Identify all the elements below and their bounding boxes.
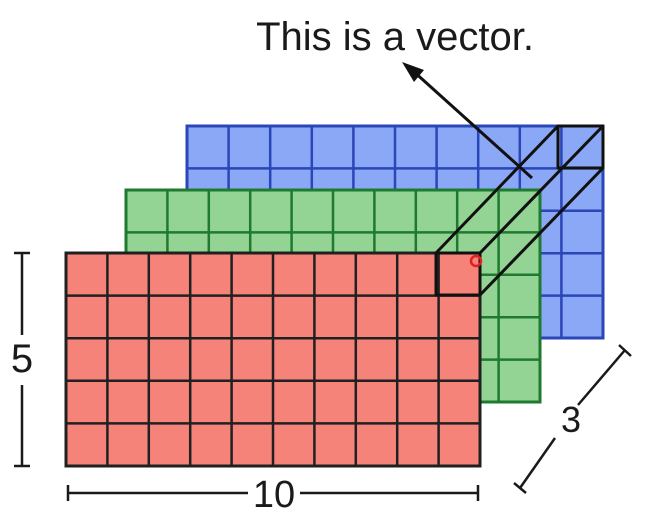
depth-dimension <box>513 344 632 494</box>
depth-label: 3 <box>561 399 581 440</box>
height-label: 5 <box>11 337 33 381</box>
width-dimension <box>66 485 480 501</box>
vector-edge <box>478 166 605 297</box>
caption: This is a vector. <box>256 15 534 59</box>
height-dimension <box>14 251 30 468</box>
pointer-arrow <box>402 62 534 180</box>
vector-edge <box>478 124 605 255</box>
width-label: 10 <box>253 474 295 516</box>
red-layer <box>64 251 482 468</box>
vector-edge <box>434 124 560 255</box>
vector-outline <box>434 124 605 297</box>
highlight-dot <box>469 254 483 268</box>
tensor-layers <box>64 124 605 468</box>
